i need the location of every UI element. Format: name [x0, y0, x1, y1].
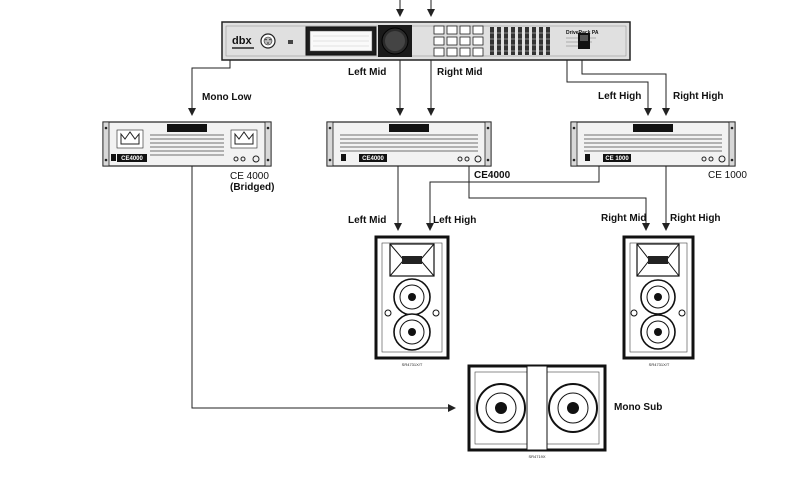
level-knob[interactable] — [474, 155, 482, 163]
label-left-high-in: Left High — [433, 215, 476, 226]
model-badge — [603, 154, 631, 162]
label-right-high-in: Right High — [670, 213, 721, 224]
amp3-to-spk1-high — [426, 166, 600, 231]
amplifier-ce1000: CE 1000 — [570, 121, 736, 167]
speaker-model-label: SR4731X/T — [402, 362, 423, 367]
port-icon — [384, 309, 392, 317]
subwoofer-driver — [548, 383, 598, 433]
horn-tweeter — [389, 243, 435, 277]
left-high-wire — [566, 60, 652, 116]
crown-icon — [230, 129, 258, 149]
led-indicator — [457, 156, 463, 162]
speaker-cabinet-left — [374, 235, 450, 360]
power-switch[interactable] — [585, 154, 590, 161]
label-mono-low: Mono Low — [202, 92, 252, 103]
level-knob[interactable] — [718, 155, 726, 163]
port-icon — [678, 309, 686, 317]
mono-low-wire — [188, 60, 231, 116]
dbx-brand-text: dbx — [232, 35, 252, 47]
function-button-grid[interactable] — [433, 25, 484, 57]
amp3-caption: CE 1000 — [708, 170, 747, 181]
amp2-to-spk2-mid — [468, 166, 650, 231]
woofer-driver — [640, 314, 676, 350]
port-icon — [630, 309, 638, 317]
subwoofer-caption: Mono Sub — [614, 402, 662, 413]
led-indicator — [701, 156, 707, 162]
driverack-processor: dbx — [221, 21, 631, 61]
power-switch[interactable] — [341, 154, 346, 161]
subwoofer-model-label: SR4719X — [528, 454, 545, 459]
crown-logo-badge — [167, 124, 207, 132]
woofer-driver — [393, 313, 431, 351]
crown-logo-badge — [389, 124, 429, 132]
output-meters — [489, 27, 551, 55]
horn-tweeter — [636, 243, 680, 277]
woofer-driver — [640, 279, 676, 315]
model-badge-text: CE4000 — [121, 156, 143, 162]
port-icon — [432, 309, 440, 317]
small-jack[interactable] — [288, 40, 293, 44]
signal-labels: Mono Low Left Mid Right Mid Left High Ri… — [202, 67, 747, 413]
power-switch[interactable] — [111, 154, 116, 161]
amplifier-ce4000: CE4000 — [326, 121, 492, 167]
subwoofer-cabinet — [467, 364, 607, 452]
speaker-model-label: SR4731X/T — [649, 362, 670, 367]
model-badge — [359, 154, 387, 162]
power-switch[interactable] — [578, 33, 590, 49]
label-left-mid-in: Left Mid — [348, 215, 386, 226]
xlr-input-connector[interactable] — [260, 33, 276, 49]
right-high-wire — [581, 60, 670, 116]
model-badge-text: CE4000 — [362, 156, 384, 162]
model-badge — [117, 154, 147, 162]
label-right-mid-out: Right Mid — [437, 67, 483, 78]
subwoofer-driver — [476, 383, 526, 433]
amp1-caption-note: (Bridged) — [230, 182, 274, 193]
label-left-high-out: Left High — [598, 91, 641, 102]
crown-logo-badge — [633, 124, 673, 132]
led-indicator — [233, 156, 239, 162]
crown-icon — [116, 129, 144, 149]
data-wheel-knob[interactable] — [378, 25, 412, 57]
amp1-caption: CE 4000 — [230, 171, 269, 182]
lcd-display — [305, 26, 377, 56]
level-knob[interactable] — [252, 155, 260, 163]
model-badge-text: CE 1000 — [605, 156, 629, 162]
amp2-caption: CE4000 — [474, 170, 511, 181]
amp1-to-subwoofer — [191, 166, 456, 412]
label-right-high-out: Right High — [673, 91, 724, 102]
woofer-driver — [393, 278, 431, 316]
dbx-logo: dbx — [232, 35, 254, 49]
led-indicator — [464, 156, 470, 162]
speaker-cabinet-right — [622, 235, 695, 360]
led-indicator — [240, 156, 246, 162]
led-indicator — [708, 156, 714, 162]
label-right-mid-in: Right Mid — [601, 213, 647, 224]
label-left-mid-out: Left Mid — [348, 67, 386, 78]
amplifier-ce4000-bridged: CE4000 — [102, 121, 272, 167]
signal-wires — [188, 0, 670, 412]
